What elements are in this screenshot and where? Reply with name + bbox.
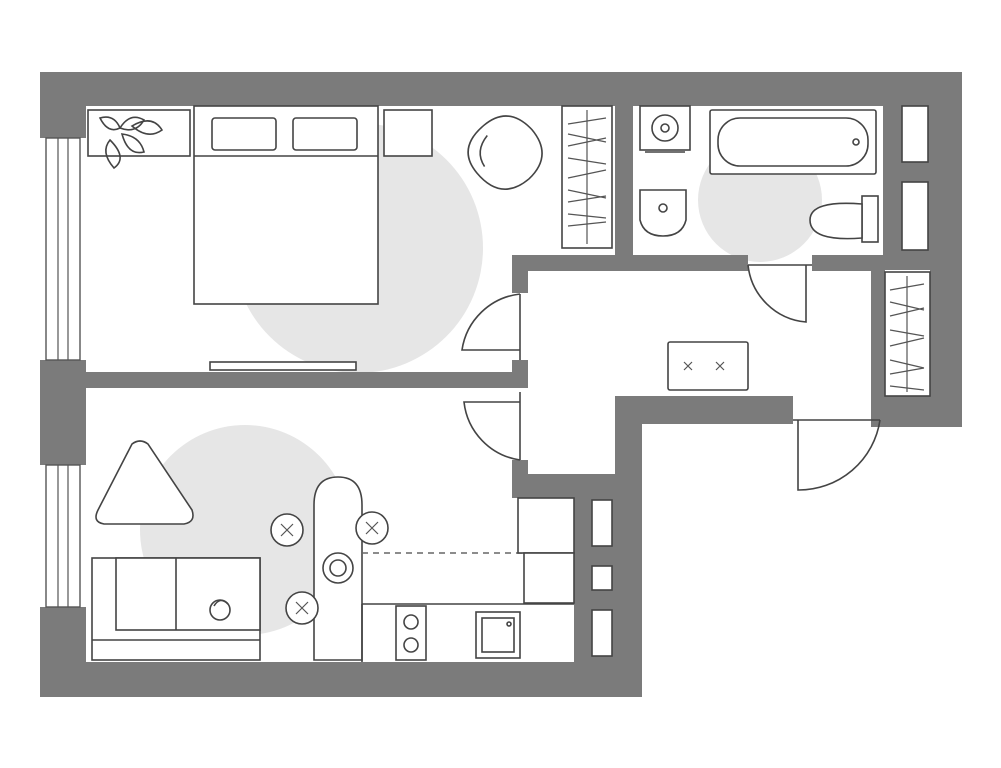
vent-slot (591, 609, 613, 657)
wall-top (40, 72, 962, 106)
ottoman-icon (95, 440, 194, 525)
wall-right-bottom (883, 396, 962, 427)
walls (40, 72, 962, 697)
chair-icon (355, 511, 389, 545)
vent-slot (901, 181, 929, 251)
living-kitchen (91, 440, 575, 662)
washing-machine-icon (639, 105, 691, 153)
wall-bottom (40, 662, 642, 697)
wall-left-top (40, 72, 86, 138)
ottoman-icon (667, 341, 749, 391)
sink-icon (639, 189, 687, 237)
toilet-icon (809, 195, 879, 243)
dining-table-icon (313, 476, 363, 661)
wall-right (930, 72, 962, 427)
wall-bath-left (615, 72, 633, 270)
bathtub-icon (709, 109, 877, 175)
door-icon[interactable] (463, 392, 521, 461)
chair-icon (285, 591, 319, 625)
chair-icon (270, 513, 304, 547)
wardrobe-icon (884, 271, 931, 397)
wall-kitchen-right (615, 396, 642, 696)
sofa-icon (91, 557, 261, 661)
wall-left-middle (40, 360, 86, 465)
vent-slot (591, 565, 613, 591)
window-icon (45, 137, 81, 361)
wall-closet-left (871, 255, 885, 427)
shaft-vents (591, 105, 929, 657)
wardrobe-icon (561, 105, 613, 249)
door-icon[interactable] (747, 264, 812, 323)
stove-icon (395, 605, 427, 661)
wall-hall-bottom (615, 396, 793, 424)
wall-bedroom-living (86, 372, 528, 388)
bed-icon (193, 105, 379, 305)
bathroom (639, 105, 879, 243)
wall-bath-bottom-right (812, 255, 884, 271)
bedroom (87, 105, 613, 371)
sliding-door-icon (209, 361, 357, 371)
window-icon (45, 464, 81, 608)
wall-bedroom-hall-mid (512, 360, 528, 388)
kitchen-counter (361, 497, 575, 662)
door-icon[interactable] (461, 293, 521, 360)
doors (461, 264, 881, 491)
door-icon[interactable] (793, 419, 881, 491)
armchair-icon (467, 115, 543, 190)
vent-slot (901, 105, 929, 163)
wall-bath-bottom-left (512, 255, 748, 271)
nightstand-icon (383, 109, 433, 157)
kitchen-sink-icon (475, 611, 521, 659)
vent-slot (591, 499, 613, 547)
plant-icon (87, 109, 191, 170)
hallway (667, 271, 931, 397)
